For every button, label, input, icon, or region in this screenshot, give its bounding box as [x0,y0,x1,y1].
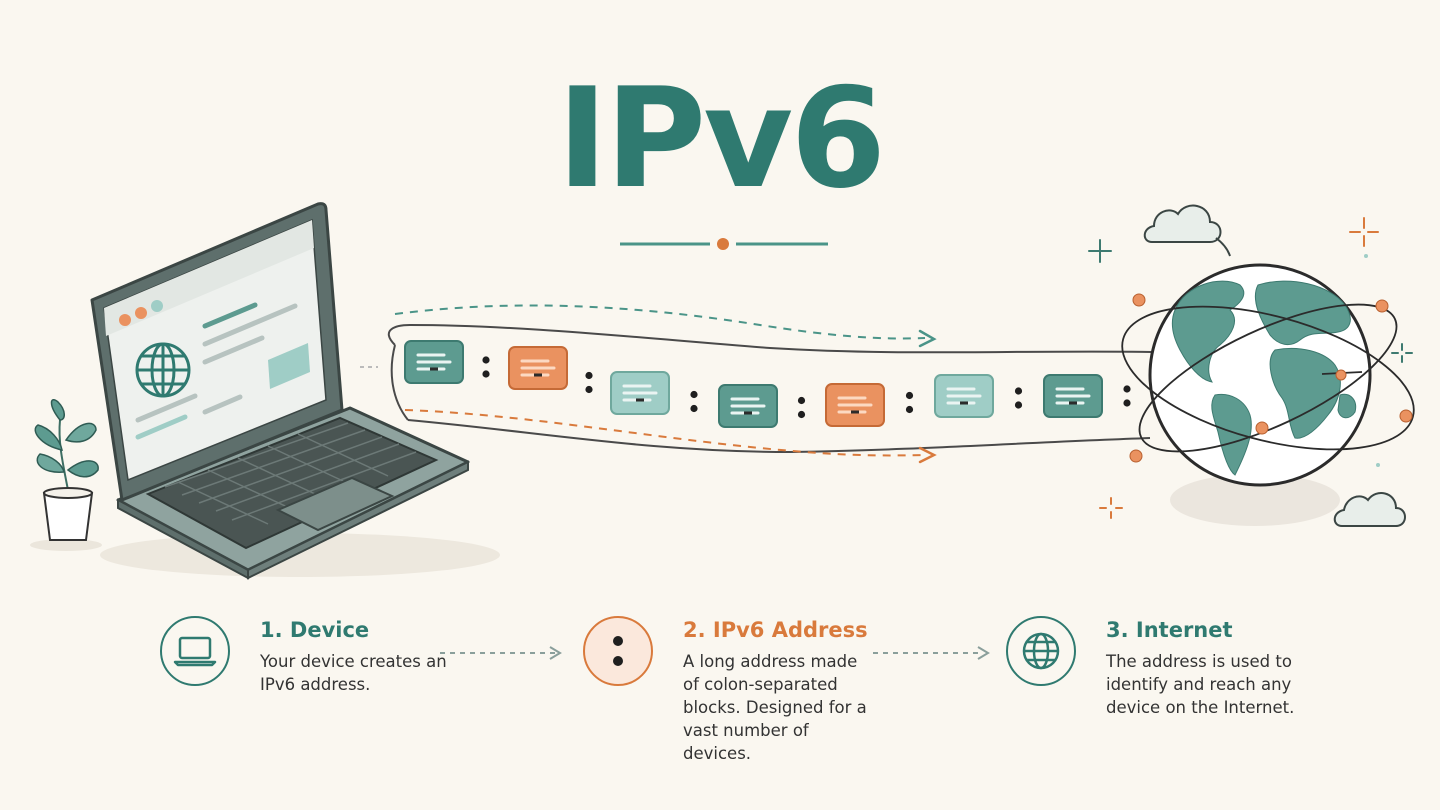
colon-icon [613,636,623,666]
step-title: 3. Internet [1106,618,1233,642]
dashed-arrow-teal [394,304,937,348]
sparkle-icon [1099,497,1123,519]
step-description: The address is used to identify and reac… [1106,652,1295,717]
step-description: Your device creates an IPv6 address. [260,652,447,694]
address-block [934,374,994,418]
step-connector-arrow [873,646,990,660]
page-title: IPv6 [556,58,886,219]
colon-separator [585,371,593,394]
colon-separator [797,396,806,419]
step-device: 1. Device Your device creates an IPv6 ad… [160,612,447,772]
sparkle-icon [1391,343,1413,363]
sparkle-icon [1349,217,1379,247]
step-icon-circle [1006,616,1076,686]
step-title: 2. IPv6 Address [683,618,868,642]
address-block [825,383,885,427]
cloud-icon [1143,204,1222,243]
dashed-arrow-orange [404,409,937,464]
potted-plant [30,399,102,551]
cloud-icon [1333,492,1406,527]
laptop-icon [173,636,217,667]
address-block [404,340,464,384]
colon-separator [690,390,698,413]
colon-separator [1123,385,1131,407]
globe-illustration [1121,263,1415,526]
colon-separator [905,391,914,414]
step-internet: 3. Internet The address is used to ident… [1006,612,1306,772]
address-block [718,384,778,428]
laptop-illustration [90,202,500,580]
address-block [1043,374,1103,418]
colon-separator [482,356,490,378]
address-blocks [404,340,1131,428]
address-block [610,371,670,415]
step-description: A long address made of colon-separated b… [683,652,867,763]
title-underline [620,238,828,250]
address-block [508,346,568,390]
globe-icon [1022,632,1060,670]
step-connector-arrow [440,646,562,660]
sparkle-icon [1088,239,1112,263]
colon-separator [1014,387,1023,409]
step-icon-circle [583,616,653,686]
step-icon-circle [160,616,230,686]
step-ipv6-address: 2. IPv6 Address A long address made of c… [583,612,883,772]
address-ribbon [360,323,1161,454]
step-title: 1. Device [260,618,370,642]
